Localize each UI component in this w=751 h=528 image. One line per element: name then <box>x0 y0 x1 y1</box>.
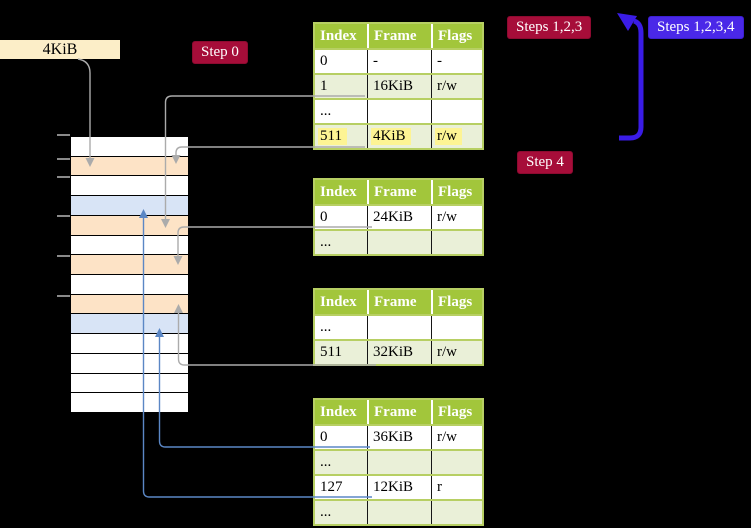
memory-row-blue <box>71 195 188 215</box>
table-row: 511 4KiB r/w <box>315 123 482 148</box>
highlighted-cell-text: 4KiB <box>371 128 411 145</box>
memory-column <box>70 136 189 413</box>
table-cell: 511 <box>315 125 367 148</box>
steps1234-badge: Steps 1,2,3,4 <box>648 16 744 39</box>
memory-row-peach <box>71 155 188 176</box>
column-header: Index <box>320 403 357 420</box>
table-cell: r/w <box>431 125 482 148</box>
memory-row-white <box>71 392 188 413</box>
table-cell: r/w <box>431 75 482 98</box>
table-cell <box>431 501 482 524</box>
table-cell: 511 <box>320 344 342 360</box>
memory-tick <box>57 255 70 257</box>
table-row: ... <box>315 449 482 474</box>
step4-badge: Step 4 <box>517 151 573 174</box>
memory-row-peach <box>71 254 188 275</box>
table-cell: - <box>367 50 431 73</box>
table-cell <box>367 100 431 123</box>
memory-row-white <box>71 372 188 393</box>
table-cell: 1 <box>320 78 328 94</box>
memory-row-white <box>71 137 188 156</box>
column-header: Index <box>320 293 357 310</box>
table-cell <box>431 100 482 123</box>
table-cell: 16KiB <box>367 75 431 98</box>
table-cell <box>367 231 431 254</box>
table-cell <box>367 451 431 474</box>
table-cell: r/w <box>431 206 482 229</box>
table-cell: r/w <box>431 426 482 449</box>
table-cell: ... <box>320 454 332 470</box>
table-cell <box>367 316 431 339</box>
memory-tick <box>57 176 70 178</box>
table-cell: 24KiB <box>367 206 431 229</box>
table-cell: ... <box>320 234 332 250</box>
table-cell <box>431 451 482 474</box>
memory-tick <box>57 158 70 160</box>
table-cell <box>431 231 482 254</box>
memory-row-peach <box>71 293 188 314</box>
table-cell: 12KiB <box>367 476 431 499</box>
table-cell: ... <box>320 103 332 119</box>
memory-tick <box>57 215 70 217</box>
column-header: Flags <box>431 400 482 424</box>
memory-tick <box>57 295 70 297</box>
table-cell: 0 <box>320 53 328 69</box>
table-cell: 36KiB <box>367 426 431 449</box>
column-header: Frame <box>367 290 431 314</box>
table-cell: 32KiB <box>367 341 431 364</box>
highlighted-cell-text: 511 <box>318 128 347 145</box>
table-cell: 0 <box>320 429 328 445</box>
steps123-badge: Steps 1,2,3 <box>507 16 592 39</box>
table-cell <box>367 501 431 524</box>
column-header: Frame <box>367 180 431 204</box>
table-cell: r <box>431 476 482 499</box>
memory-row-white <box>71 333 188 353</box>
steps-loop-arrow <box>617 13 644 141</box>
table-cell: 127 <box>320 479 343 495</box>
column-header: Index <box>320 183 357 200</box>
step0-badge: Step 0 <box>192 41 248 64</box>
table-row: ... <box>315 98 482 123</box>
table-row: ... <box>315 229 482 254</box>
memory-row-white <box>71 352 188 373</box>
table-row: ... <box>315 499 482 524</box>
table-row: ... <box>315 314 482 339</box>
memory-tick <box>57 134 70 136</box>
highlighted-cell-text: r/w <box>435 128 462 145</box>
table-cell: 0 <box>320 209 328 225</box>
table-cell: 4KiB <box>367 125 431 148</box>
column-header: Index <box>320 27 357 44</box>
table-cell: ... <box>320 319 332 335</box>
memory-row-white <box>71 274 188 294</box>
table-cell: - <box>431 50 482 73</box>
frame-size-label: 4KiB <box>0 40 120 59</box>
memory-row-white <box>71 175 188 196</box>
table-cell: ... <box>320 504 332 520</box>
column-header: Frame <box>367 24 431 48</box>
column-header: Flags <box>431 290 482 314</box>
column-header: Flags <box>431 180 482 204</box>
table-cell <box>431 316 482 339</box>
table-row: 0 -- <box>315 48 482 73</box>
column-header: Frame <box>367 400 431 424</box>
column-header: Flags <box>431 24 482 48</box>
memory-row-white <box>71 234 188 255</box>
memory-row-peach <box>71 214 188 235</box>
table-cell: r/w <box>431 341 482 364</box>
memory-row-blue <box>71 313 188 334</box>
